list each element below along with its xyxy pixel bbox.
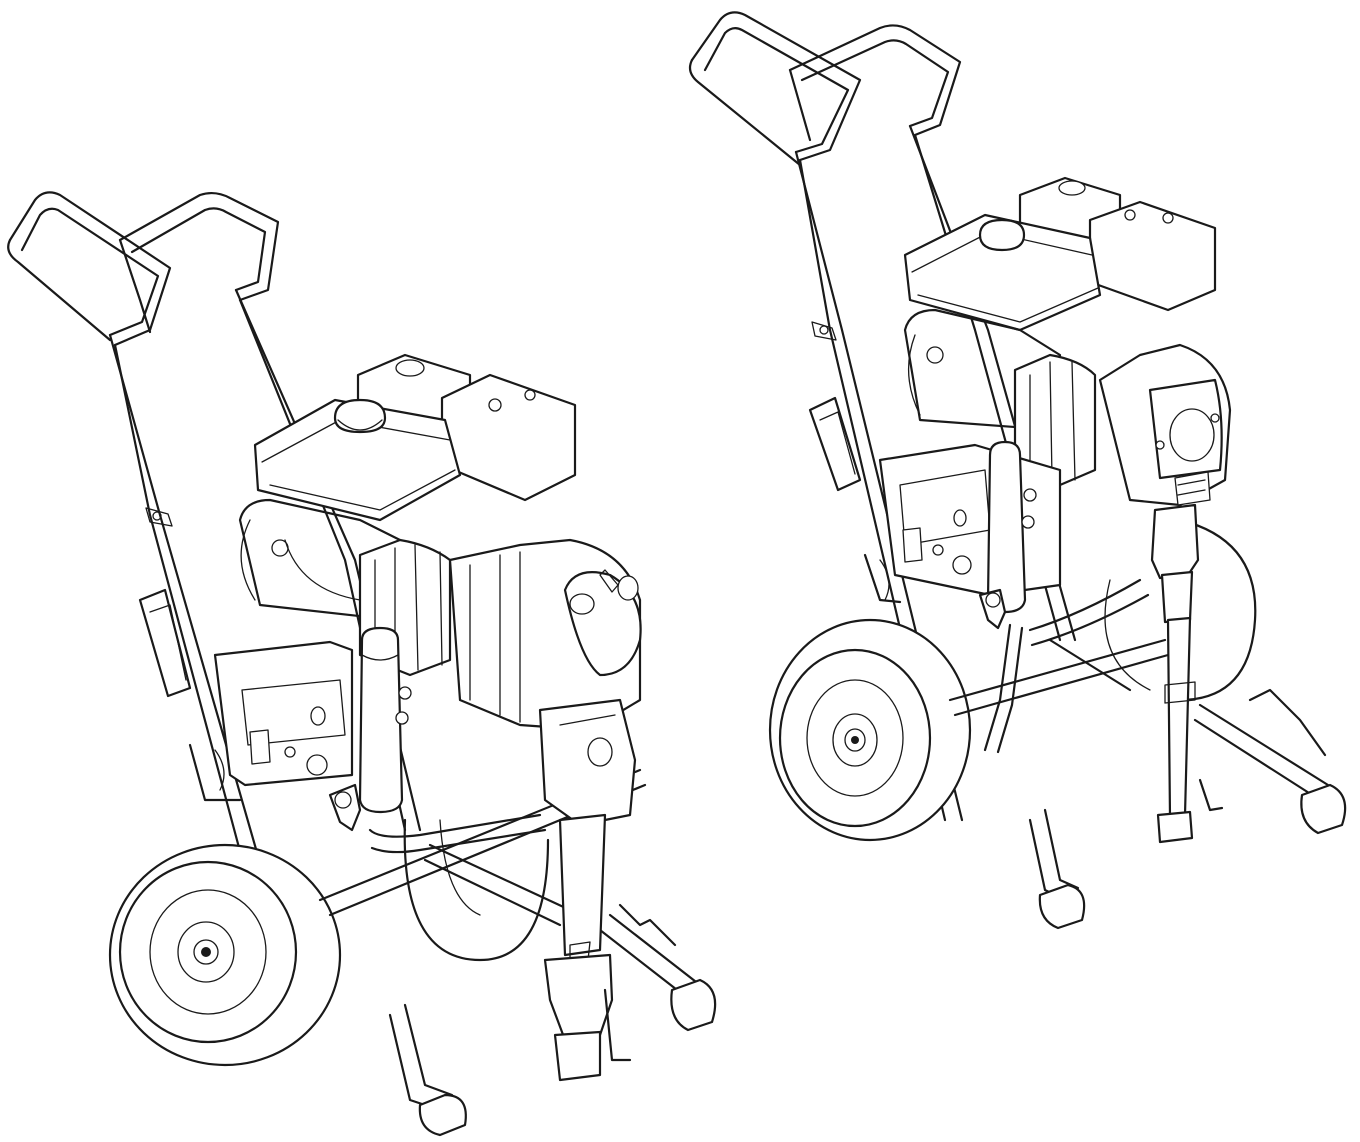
- wheel-left: [768, 618, 972, 842]
- gas-engine: [238, 353, 577, 622]
- cart-handle: [7, 191, 422, 872]
- drive-housing: [358, 538, 642, 732]
- fluid-pump: [538, 698, 637, 1082]
- drive-housing: [1013, 343, 1232, 507]
- wheel-left: [108, 843, 342, 1067]
- fluid-pump: [1150, 503, 1224, 844]
- wheel-right-rear: [403, 818, 550, 962]
- sprayer-side-view: [688, 11, 1347, 930]
- hose: [368, 813, 547, 854]
- hose: [983, 578, 1150, 754]
- gas-engine: [903, 176, 1217, 432]
- sprayer-front-view: [7, 191, 717, 1137]
- pressure-filter: [978, 440, 1037, 630]
- base-frame: [188, 743, 717, 1137]
- pressure-filter: [328, 626, 412, 832]
- control-panel: [213, 640, 354, 787]
- base-frame: [863, 553, 1347, 930]
